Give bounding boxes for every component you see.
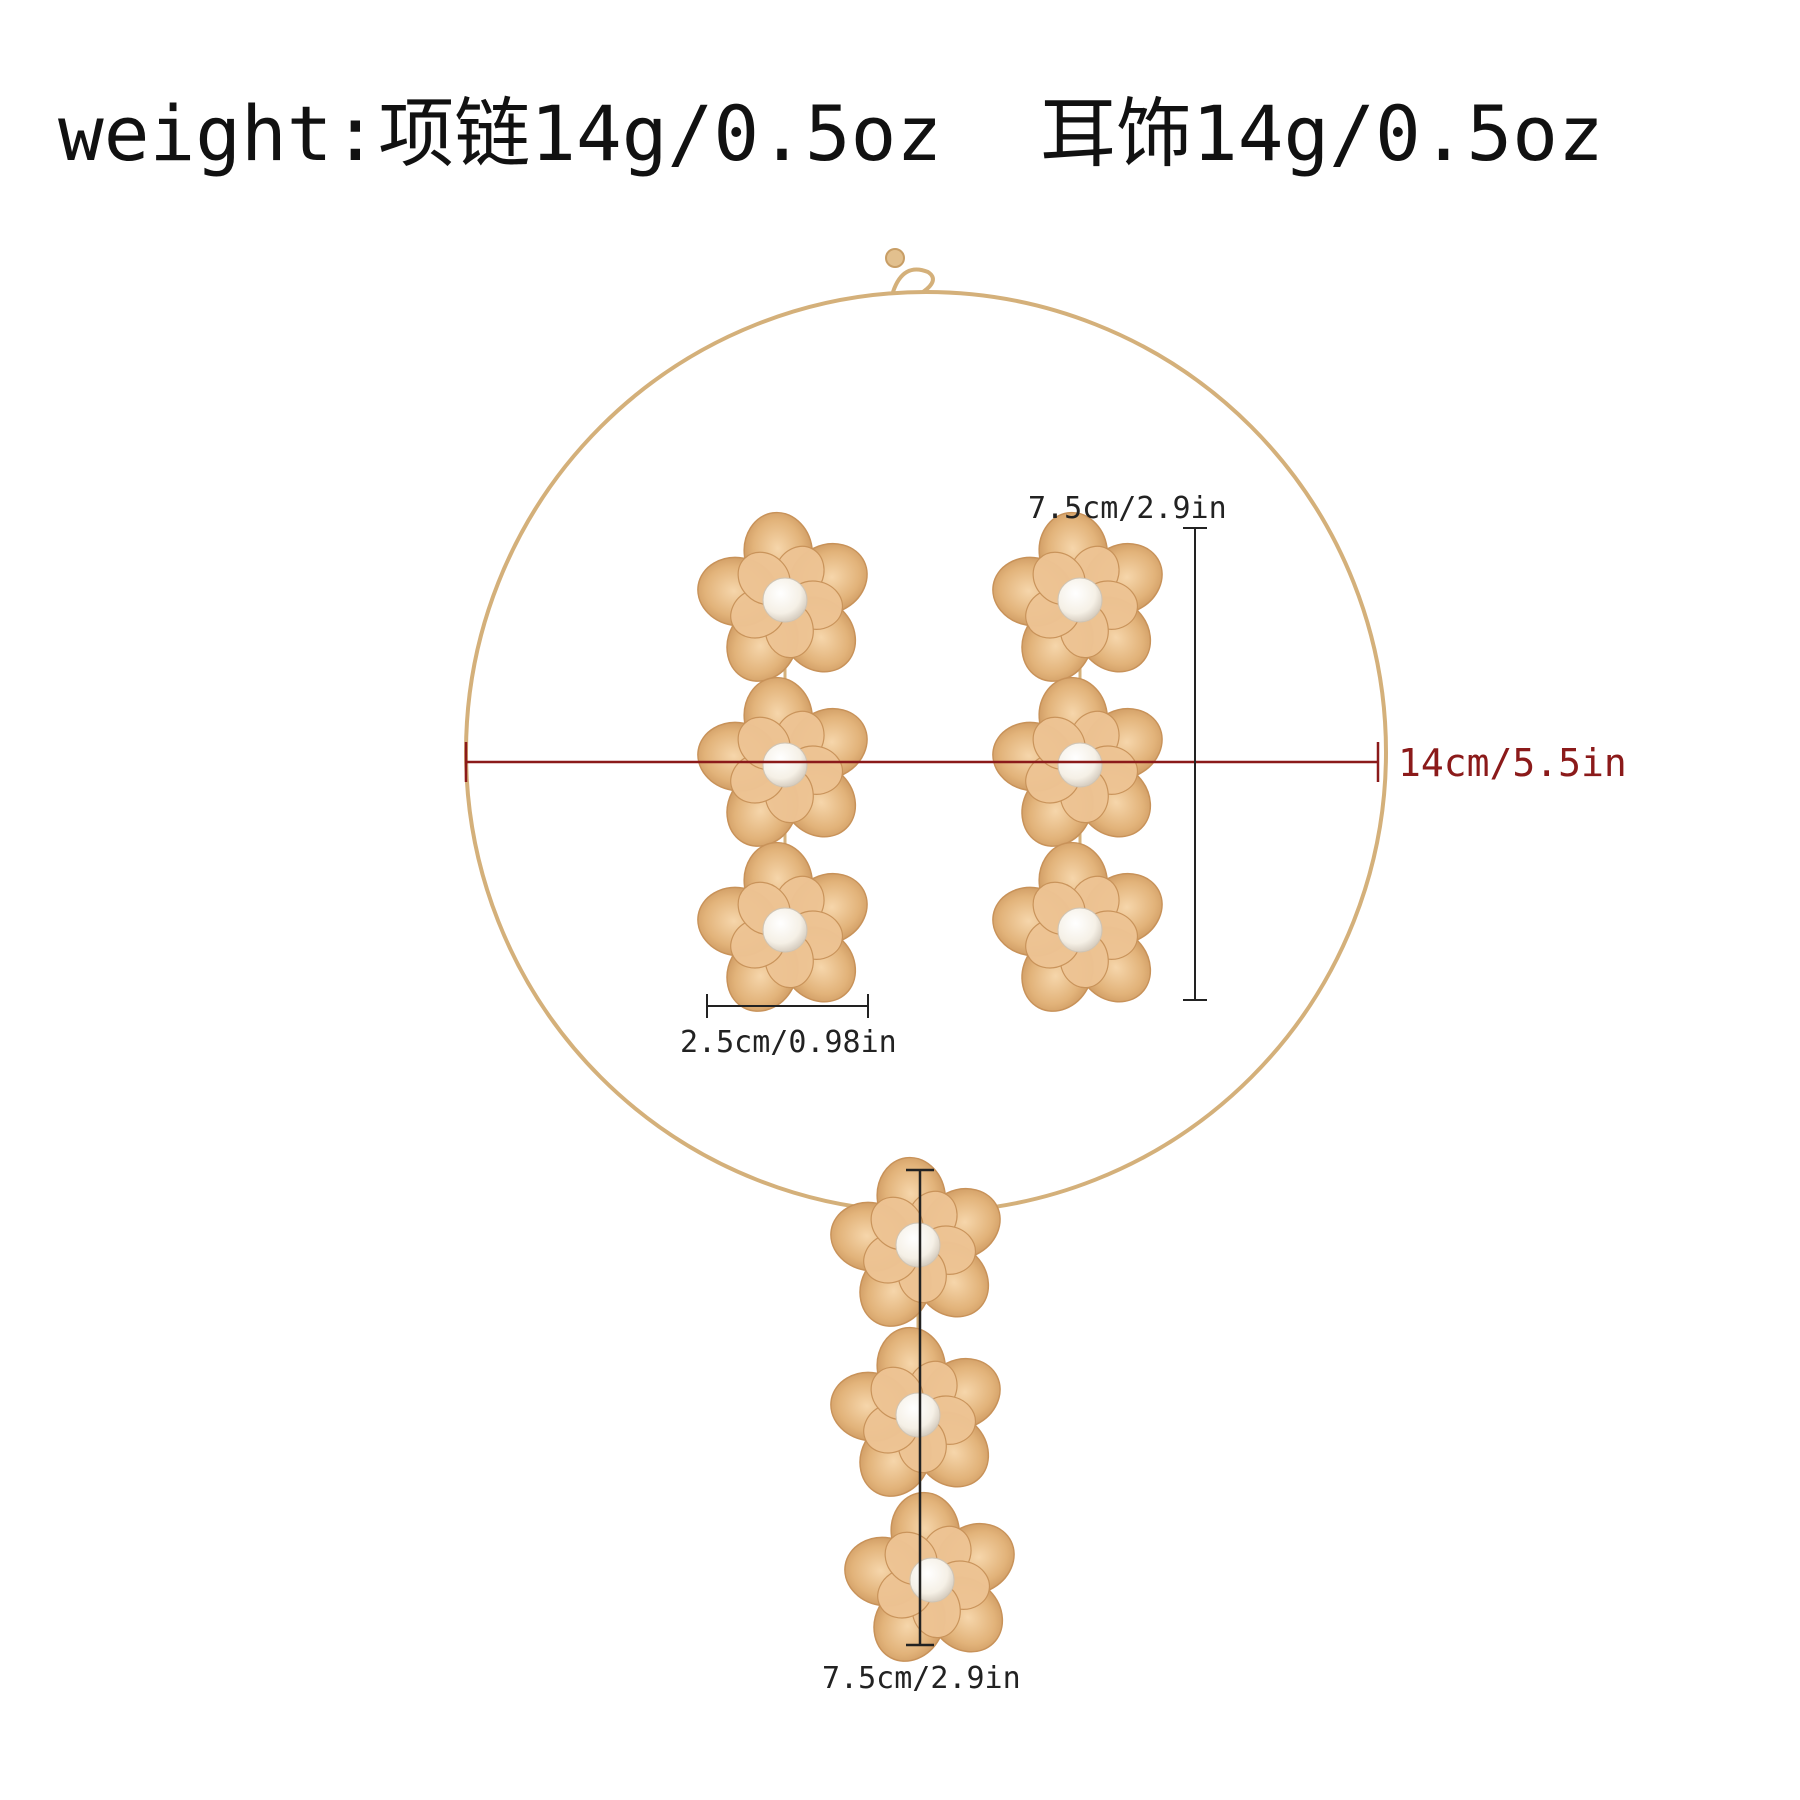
earring-length-measure: 7.5cm/2.9in [1028,491,1227,1001]
flower-icon [824,1322,1013,1510]
earring-weight-label: 耳饰14g/0.5oz [1040,89,1604,178]
pendant-length-label: 7.5cm/2.9in [822,1661,1021,1696]
earring-length-label: 7.5cm/2.9in [1028,491,1227,526]
left-earring [691,507,880,1025]
right-earring [986,507,1175,1025]
pendant-length-measure: 7.5cm/2.9in [822,1168,1021,1696]
necklace-width-measure: 14cm/5.5in [464,741,1627,785]
flower-icon [691,837,880,1025]
flower-icon [986,507,1175,695]
weight-label: weight:项链14g/0.5oz [58,89,942,178]
earring-width-label: 2.5cm/0.98in [680,1025,897,1060]
necklace-width-label: 14cm/5.5in [1398,741,1627,785]
flower-icon [691,672,880,860]
necklace-choker [464,248,1388,1214]
flower-icon [986,837,1175,1025]
flower-icon [691,507,880,695]
earring-width-measure: 2.5cm/0.98in [680,994,897,1060]
flower-icon [824,1152,1013,1340]
necklace-pendant [824,1152,1027,1675]
flower-icon [986,672,1175,860]
